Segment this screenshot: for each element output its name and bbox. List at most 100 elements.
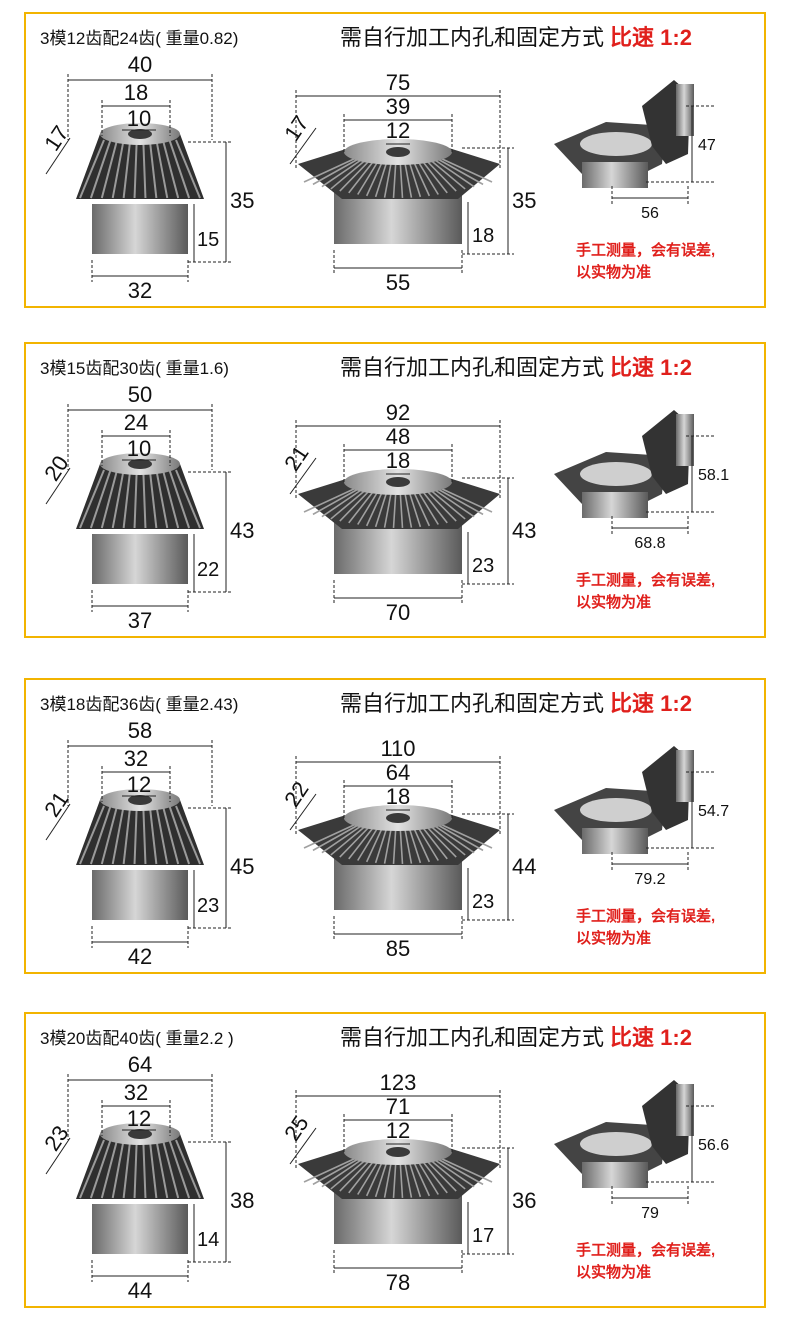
- pair-large-gear-hub: [582, 828, 648, 854]
- large-gear-drawing: [298, 1139, 500, 1244]
- speed-ratio-label: 比速 1:2: [610, 1025, 692, 1050]
- small-bore-diameter: 12: [127, 772, 151, 797]
- gear-tooth: [89, 805, 112, 865]
- gear-tooth: [175, 805, 201, 865]
- machining-note-headline: 需自行加工内孔和固定方式比速 1:2: [340, 686, 692, 718]
- gear-tooth: [312, 823, 361, 852]
- headline-text: 需自行加工内孔和固定方式: [340, 691, 605, 716]
- large-total-height: 36: [512, 1188, 536, 1213]
- small-gear-hub: [92, 1204, 188, 1254]
- large-total-height: 43: [512, 518, 536, 543]
- gear-tooth: [339, 487, 373, 522]
- gear-tooth: [357, 157, 381, 195]
- large-outer-diameter: 75: [386, 70, 410, 95]
- gear-tooth: [133, 469, 138, 529]
- gear-tooth: [330, 1157, 369, 1190]
- small-gear-tooth-lines: [79, 469, 201, 529]
- disclaimer-line-1: 手工测量，会有误差,: [576, 572, 716, 589]
- gear-tooth: [415, 823, 439, 861]
- small-hub-height: 14: [197, 1229, 219, 1251]
- large-tooth-slant: 25: [279, 1111, 313, 1145]
- gear-tooth: [435, 487, 484, 516]
- gear-tooth: [419, 157, 448, 194]
- gear-tooth: [321, 487, 365, 518]
- gear-tooth: [155, 469, 169, 529]
- disclaimer-line-1: 手工测量，会有误差,: [576, 908, 716, 925]
- large-outer-diameter: 92: [386, 400, 410, 425]
- small-gear-tooth-lines: [79, 139, 201, 199]
- headline-text: 需自行加工内孔和固定方式: [340, 1025, 605, 1050]
- gear-tooth: [435, 157, 484, 186]
- gear-tooth: [423, 1157, 457, 1192]
- gear-tooth: [142, 139, 147, 199]
- gear-pair-drawing: [554, 746, 694, 854]
- small-outer-diameter: 64: [128, 1052, 152, 1077]
- gear-tooth: [89, 1139, 112, 1199]
- small-gear-bore: [128, 795, 152, 805]
- gear-pair-drawing: [554, 410, 694, 518]
- gear-tooth: [348, 487, 377, 524]
- gear-tooth: [439, 1157, 493, 1183]
- gear-tooth: [168, 469, 191, 529]
- gear-tooth: [439, 157, 493, 183]
- large-bore-diameter: 12: [386, 118, 410, 143]
- small-hub-diameter: 37: [128, 608, 152, 633]
- gear-tooth: [148, 139, 158, 199]
- gear-tooth: [111, 139, 125, 199]
- small-bore-diameter: 12: [127, 1106, 151, 1131]
- gear-tooth: [415, 487, 439, 525]
- gear-tooth: [439, 823, 493, 849]
- gear-tooth: [431, 1157, 475, 1188]
- large-hub-height: 18: [472, 225, 494, 247]
- gear-tooth: [427, 157, 466, 190]
- dimension-labels: 40 18 10 17 35 15 32 75 39 12 17 35 18 5…: [39, 52, 716, 303]
- large-gear-drawing: [298, 139, 500, 244]
- gear-model-title: 3模15齿配30齿( 重量1.6): [40, 359, 229, 378]
- gear-tooth: [431, 157, 475, 188]
- gear-tooth: [419, 823, 448, 860]
- gear-tooth: [161, 805, 180, 865]
- pair-small-gear-hub: [676, 414, 694, 466]
- gear-tooth: [321, 823, 365, 854]
- gear-tooth: [168, 1139, 191, 1199]
- gear-tooth: [100, 139, 119, 199]
- gear-tooth: [339, 823, 373, 858]
- large-gear-bore: [386, 147, 410, 157]
- small-total-height: 35: [230, 188, 254, 213]
- gear-tooth: [435, 823, 484, 852]
- gear-tooth: [122, 469, 132, 529]
- small-gear-hub: [92, 870, 188, 920]
- gear-tooth: [79, 1139, 105, 1199]
- large-gear-hub: [334, 1192, 462, 1244]
- large-mid-diameter: 39: [386, 94, 410, 119]
- pair-height: 58.1: [698, 467, 729, 484]
- gear-tooth: [122, 139, 132, 199]
- gear-tooth: [312, 157, 361, 186]
- gear-tooth: [111, 805, 125, 865]
- gear-tooth: [415, 1157, 439, 1195]
- small-gear-bore: [128, 129, 152, 139]
- gear-tooth: [122, 1139, 132, 1199]
- small-outer-diameter: 40: [128, 52, 152, 77]
- large-bore-diameter: 18: [386, 448, 410, 473]
- small-hub-height: 15: [197, 229, 219, 251]
- gear-tooth: [435, 1157, 484, 1186]
- gear-tooth: [148, 1139, 158, 1199]
- large-hub-diameter: 70: [386, 600, 410, 625]
- pair-height: 54.7: [698, 803, 729, 820]
- large-gear-hub: [334, 522, 462, 574]
- disclaimer-line-1: 手工测量，会有误差,: [576, 242, 716, 259]
- pair-width: 68.8: [634, 535, 665, 552]
- gear-tooth: [100, 1139, 119, 1199]
- gear-dimension-drawing: 50 24 10 20 43 22 37 92 48 18 21 43 23 7…: [39, 382, 729, 633]
- pair-large-gear-face: [580, 798, 652, 822]
- gear-tooth: [348, 1157, 377, 1194]
- small-outer-diameter: 50: [128, 382, 152, 407]
- gear-model-title: 3模18齿配36齿( 重量2.43): [40, 695, 239, 714]
- dimension-labels: 58 32 12 21 45 23 42 110 64 18 22 44 23 …: [39, 718, 729, 969]
- gear-tooth: [89, 469, 112, 529]
- small-total-height: 43: [230, 518, 254, 543]
- large-tooth-slant: 21: [279, 441, 313, 475]
- gear-tooth: [357, 487, 381, 525]
- large-tooth-slant: 22: [279, 777, 313, 811]
